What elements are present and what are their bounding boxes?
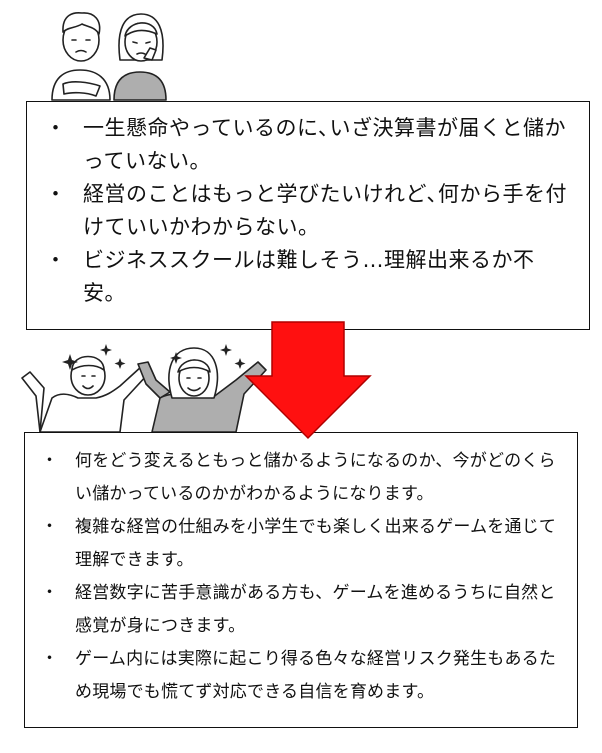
benefits-list: ・何をどう変えるともっと儲かるようになるのか、今がどのくらい儲かっているのかがわ… <box>37 445 567 709</box>
concerns-box: ・一生懸命やっているのに､いざ決算書が届くと儲かっていない。 ・経営のことはもっ… <box>26 101 590 330</box>
bullet: ・ <box>45 116 67 140</box>
list-item: ・経営のことはもっと学びたいけれど､何から手を付けていいかわからない。 <box>43 178 575 244</box>
bullet: ・ <box>41 517 59 537</box>
list-item: ・何をどう変えるともっと儲かるようになるのか、今がどのくらい儲かっているのかがわ… <box>37 445 567 511</box>
list-item: ・複雑な経営の仕組みを小学生でも楽しく出来るゲームを通じて理解できます。 <box>37 511 567 577</box>
bullet: ・ <box>41 649 59 669</box>
bullet: ・ <box>45 248 67 272</box>
list-item-text: 経営数字に苦手意識がある方も、ゲームを進めるうちに自然と感覚が身につきます。 <box>75 583 556 636</box>
list-item: ・経営数字に苦手意識がある方も、ゲームを進めるうちに自然と感覚が身につきます。 <box>37 577 567 643</box>
bullet: ・ <box>41 583 59 603</box>
happy-man-figure <box>21 355 149 433</box>
list-item: ・一生懸命やっているのに､いざ決算書が届くと儲かっていない。 <box>43 112 575 178</box>
list-item: ・ビジネススクールは難しそう…理解出来るか不安。 <box>43 244 575 310</box>
list-item: ・ゲーム内には実際に起こり得る色々な経営リスク発生もあるため現場でも慌てず対応で… <box>37 643 567 709</box>
happy-woman-figure <box>137 347 267 433</box>
sparkle-icon <box>62 344 246 370</box>
worried-man-figure <box>51 11 111 101</box>
worried-woman-figure <box>113 13 167 101</box>
benefits-box: ・何をどう変えるともっと儲かるようになるのか、今がどのくらい儲かっているのかがわ… <box>24 432 578 728</box>
list-item-text: 経営のことはもっと学びたいけれど､何から手を付けていいかわからない。 <box>83 182 567 239</box>
bullet: ・ <box>41 451 59 471</box>
list-item-text: 何をどう変えるともっと儲かるようになるのか、今がどのくらい儲かっているのかがわか… <box>75 451 556 504</box>
list-item-text: ゲーム内には実際に起こり得る色々な経営リスク発生もあるため現場でも慌てず対応でき… <box>75 649 557 702</box>
list-item-text: 一生懸命やっているのに､いざ決算書が届くと儲かっていない。 <box>83 116 566 173</box>
bullet: ・ <box>45 182 67 206</box>
list-item-text: 複雑な経営の仕組みを小学生でも楽しく出来るゲームを通じて理解できます。 <box>75 517 557 570</box>
list-item-text: ビジネススクールは難しそう…理解出来るか不安。 <box>83 248 535 305</box>
concerns-list: ・一生懸命やっているのに､いざ決算書が届くと儲かっていない。 ・経営のことはもっ… <box>43 112 575 310</box>
